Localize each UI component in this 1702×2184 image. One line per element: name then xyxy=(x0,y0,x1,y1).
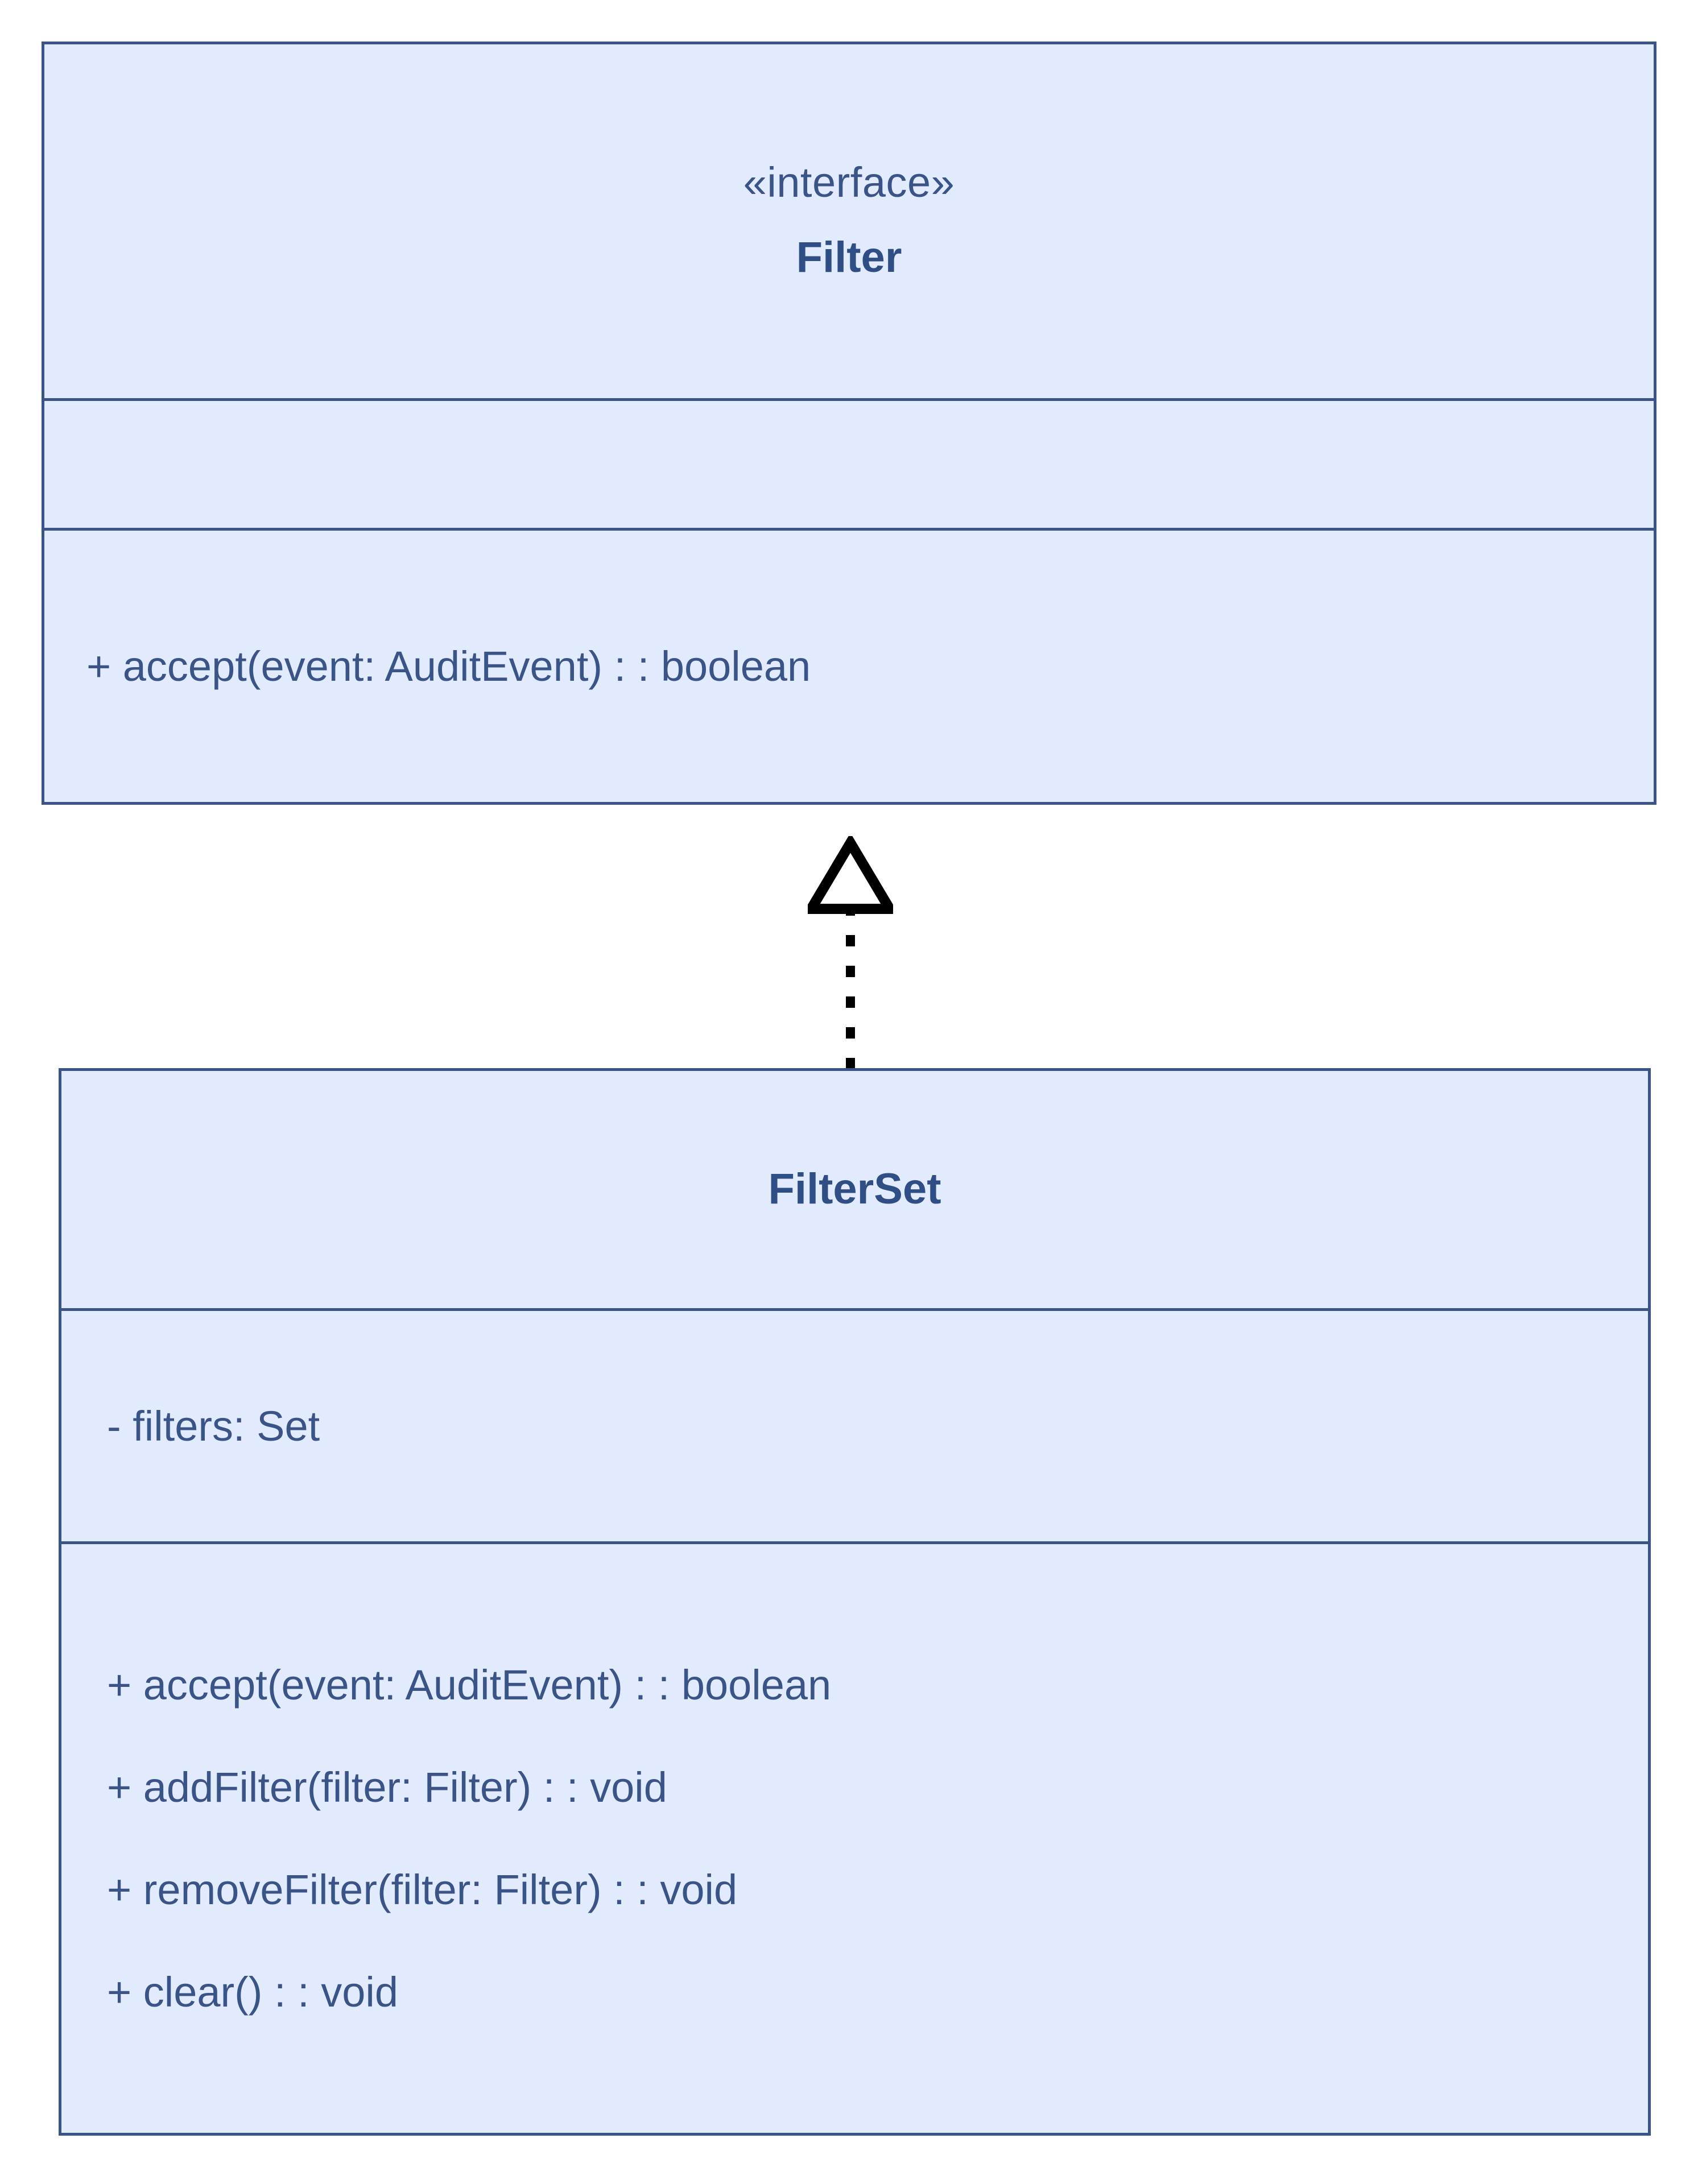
operation-list: + accept(event: AuditEvent) : : boolean … xyxy=(61,1664,1648,2013)
class-stereotype: «interface» xyxy=(743,159,955,206)
operation-item: + removeFilter(filter: Filter) : : void xyxy=(107,1866,738,1913)
uml-class-filter[interactable]: «interface» Filter + accept(event: Audit… xyxy=(42,42,1656,805)
class-name-filter: Filter xyxy=(796,233,902,282)
class-attributes-filter xyxy=(44,398,1654,528)
class-name-filterset: FilterSet xyxy=(768,1165,941,1214)
operation-list: + accept(event: AuditEvent) : : boolean xyxy=(44,642,811,690)
realization-connector-filterset-to-filter[interactable] xyxy=(808,836,893,1069)
class-operations-filterset: + accept(event: AuditEvent) : : boolean … xyxy=(61,1541,1648,2133)
operation-item: + clear() : : void xyxy=(107,1968,399,2016)
class-operations-filter: + accept(event: AuditEvent) : : boolean xyxy=(44,528,1654,802)
attribute-item: - filters: Set xyxy=(107,1402,320,1450)
uml-class-filterset[interactable]: FilterSet - filters: Set + accept(event:… xyxy=(59,1068,1651,2136)
class-header-filter: «interface» Filter xyxy=(44,44,1654,398)
operation-item: + accept(event: AuditEvent) : : boolean xyxy=(86,642,811,690)
class-header-filterset: FilterSet xyxy=(61,1071,1648,1308)
operation-item: + accept(event: AuditEvent) : : boolean xyxy=(107,1661,832,1709)
class-attributes-filterset: - filters: Set xyxy=(61,1308,1648,1541)
attribute-list: - filters: Set xyxy=(61,1405,320,1447)
operation-item: + addFilter(filter: Filter) : : void xyxy=(107,1763,667,1811)
